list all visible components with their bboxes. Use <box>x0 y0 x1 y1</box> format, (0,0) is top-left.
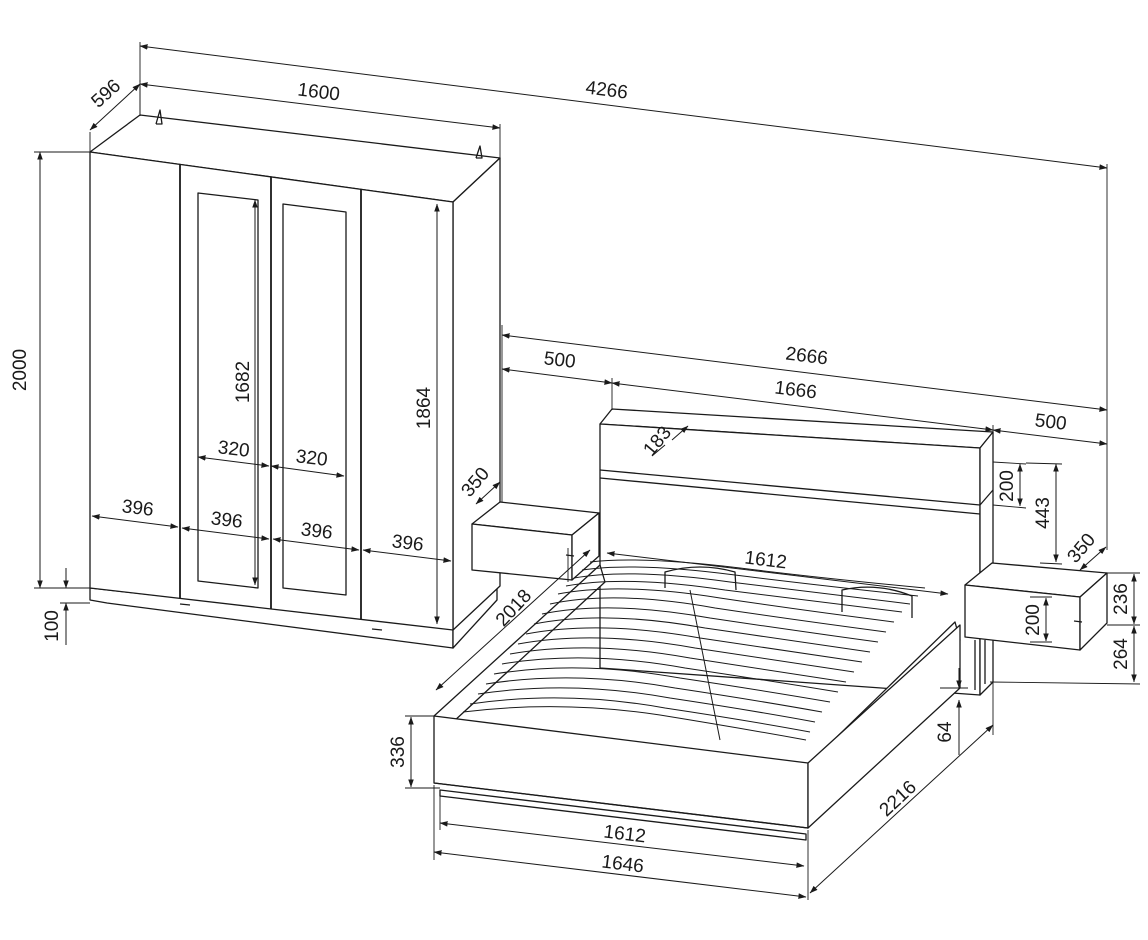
dim-mirror-width-left: 320 <box>217 437 251 462</box>
dim-slat-frame-width: 1612 <box>743 548 788 574</box>
dim-door-width-3: 396 <box>300 519 334 544</box>
dim-bed-side-length: 2018 <box>492 586 536 631</box>
dim-drawer-height: 200 <box>1023 604 1044 636</box>
dim-bed-length: 2216 <box>876 777 921 821</box>
dim-door-width-2: 396 <box>210 508 244 533</box>
dim-bed-clearance: 64 <box>935 721 956 743</box>
wardrobe <box>89 109 501 649</box>
dim-nightstand-right-depth: 350 <box>1064 530 1100 568</box>
dim-mirror-width-right: 320 <box>295 446 329 471</box>
dim-bed-frame-height: 336 <box>388 736 409 768</box>
dim-nightstand-height: 236 <box>1111 583 1132 615</box>
dim-wardrobe-plinth: 100 <box>42 610 63 642</box>
dim-nightstand-mount-height: 264 <box>1111 638 1132 670</box>
dim-bed-outer-width: 1646 <box>600 852 645 878</box>
nightstand-right <box>964 562 1108 651</box>
dim-door-width-4: 396 <box>391 531 425 556</box>
mirror-left <box>197 192 259 589</box>
dim-headboard-upper-height: 443 <box>1033 497 1054 529</box>
mirror-right <box>282 203 347 596</box>
dim-headboard-width: 1666 <box>773 378 818 404</box>
dim-overall-width: 4266 <box>584 77 629 103</box>
dim-shelf-height: 200 <box>997 470 1018 502</box>
dim-bed-inner-width: 1612 <box>602 822 647 848</box>
dim-bed-set-width: 2666 <box>784 344 829 370</box>
dim-mirror-height: 1682 <box>233 361 254 403</box>
dim-nightstand-left-width: 500 <box>543 348 577 373</box>
dim-wardrobe-height: 2000 <box>10 349 31 391</box>
nightstand-left <box>471 501 600 581</box>
wardrobe-dimensions: 596 1600 4266 2000 100 1682 1864 320 320 <box>10 42 1108 645</box>
dim-door-width-1: 396 <box>121 496 155 521</box>
dim-nightstand-right-width: 500 <box>1034 410 1068 435</box>
dim-wardrobe-width: 1600 <box>296 80 341 106</box>
dim-wardrobe-depth: 596 <box>88 76 126 113</box>
dim-door-height: 1864 <box>414 386 435 429</box>
